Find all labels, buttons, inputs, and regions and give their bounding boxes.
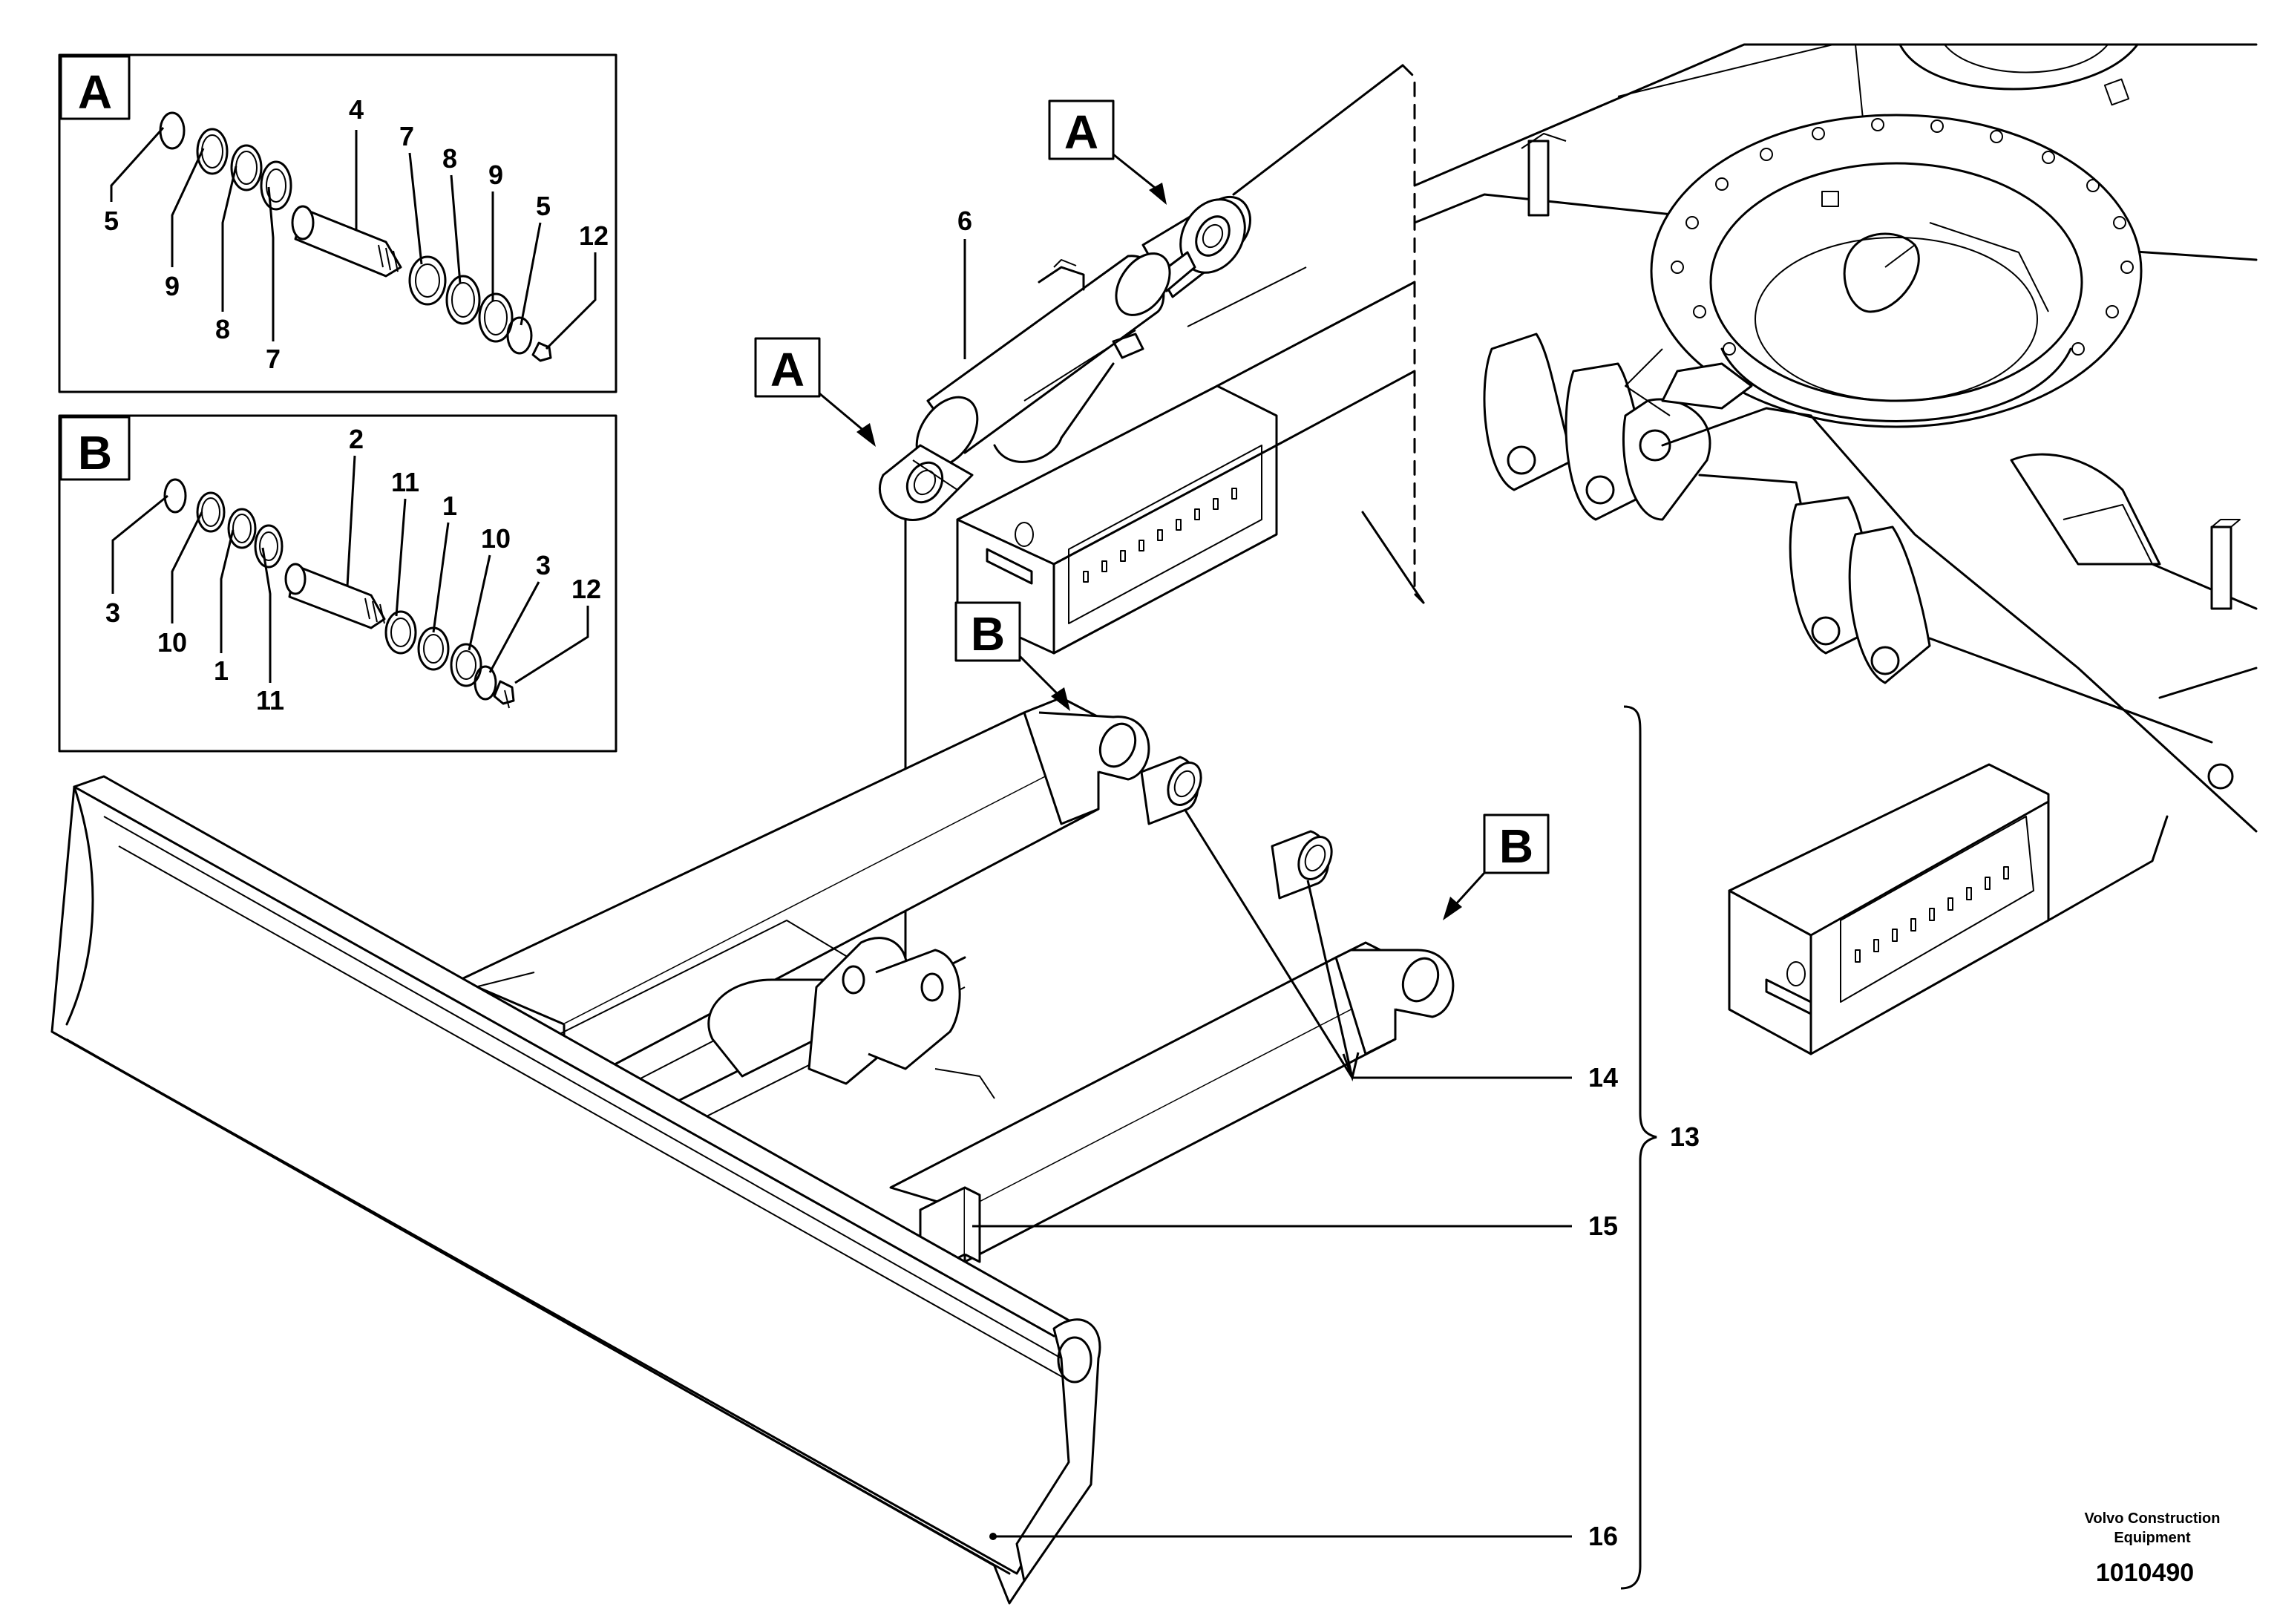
label-assembly: 13	[1670, 1122, 1700, 1152]
inset-b-label: 1	[214, 655, 229, 686]
track-frame-slots	[1855, 866, 2009, 963]
shim	[196, 491, 226, 533]
shim	[445, 275, 481, 325]
svg-text:B: B	[971, 607, 1005, 661]
blade-end-eye	[1057, 1336, 1092, 1384]
undercarriage-frame	[1232, 43, 2258, 1055]
inset-a: A 5 9 8 7 4 7	[58, 53, 617, 393]
bolt-holes	[1671, 118, 2134, 356]
inset-a-label: 9	[165, 271, 180, 301]
shim	[478, 292, 514, 343]
inset-a-label: 7	[399, 121, 414, 151]
svg-text:A: A	[1064, 105, 1098, 159]
inset-a-tag	[59, 55, 131, 120]
inset-b-label: 11	[256, 685, 284, 716]
inset-b-label: 11	[391, 467, 419, 497]
cylinder-base-eye	[878, 444, 974, 521]
svg-text:A: A	[770, 343, 805, 396]
arm-eye-lower	[1401, 957, 1440, 1003]
callout-a-rod-end	[1048, 99, 1115, 160]
inset-b-label: 3	[105, 597, 120, 628]
label-blade: 16	[1588, 1521, 1618, 1551]
inset-a-label: 9	[488, 160, 503, 190]
seal	[260, 160, 292, 211]
svg-text:B: B	[1499, 819, 1533, 873]
grease-nipple	[493, 680, 515, 705]
maker-line-1: Volvo Construction	[2085, 1510, 2221, 1527]
snap-ring	[506, 316, 533, 355]
inset-b: B 3 10 1 11 2 11 1 1	[58, 414, 617, 753]
slew-center-port	[1843, 232, 1920, 313]
drawing-number: 1010490	[2096, 1559, 2194, 1587]
callout-a-base-end	[754, 337, 821, 398]
part-labels: 6 14 15 16 13	[957, 206, 1700, 1590]
inset-b-label: 12	[571, 574, 601, 604]
inset-b-tag	[59, 416, 131, 481]
snap-ring	[474, 665, 497, 701]
inset-b-label: 10	[481, 523, 511, 554]
maker-line-2: Equipment	[2114, 1530, 2191, 1546]
shim	[196, 128, 229, 175]
shim	[227, 508, 257, 549]
track-frame-left	[956, 266, 1416, 655]
push-arm-lower	[889, 956, 1397, 1211]
inset-b-label: 1	[442, 491, 457, 521]
seal	[254, 524, 284, 569]
inset-a-frame	[58, 53, 617, 393]
shim	[230, 144, 263, 191]
inset-a-label: 12	[579, 220, 609, 251]
snap-ring	[163, 478, 187, 514]
inset-a-label: 7	[266, 344, 281, 374]
assembly-brace	[1620, 705, 1657, 1590]
label-bushing: 14	[1588, 1062, 1618, 1093]
cut-line	[1401, 64, 1425, 604]
inset-a-label: 8	[442, 143, 457, 174]
blade-cylinder	[878, 195, 1251, 966]
label-cylinder: 6	[957, 206, 972, 236]
inset-a-label: 4	[349, 94, 364, 125]
inset-b-frame	[58, 414, 617, 753]
inset-b-label: 2	[349, 424, 364, 454]
callout-tags: A A B B	[754, 99, 1550, 920]
snap-ring	[159, 111, 186, 150]
seal	[408, 255, 447, 306]
label-frame: 15	[1588, 1211, 1618, 1241]
inset-b-label: 3	[536, 550, 551, 580]
callout-b-lower-arm	[1483, 813, 1550, 874]
shim	[450, 643, 482, 687]
inset-a-label: 8	[215, 314, 230, 344]
dozer-blade	[50, 775, 1101, 1605]
inset-a-label: 5	[104, 206, 119, 236]
footer: Volvo Construction Equipment 1010490	[2085, 1510, 2221, 1587]
inset-a-label: 5	[536, 191, 551, 221]
seal	[384, 610, 417, 655]
callout-b-upper-arm	[954, 601, 1021, 662]
inset-b-label: 10	[157, 627, 187, 658]
inset-a-letter: A	[78, 65, 112, 119]
dozer-frame	[459, 696, 1455, 1278]
inset-b-letter: B	[78, 426, 112, 479]
blade-mount-bracket	[1483, 333, 1575, 491]
arm-eye-upper	[1098, 722, 1137, 768]
